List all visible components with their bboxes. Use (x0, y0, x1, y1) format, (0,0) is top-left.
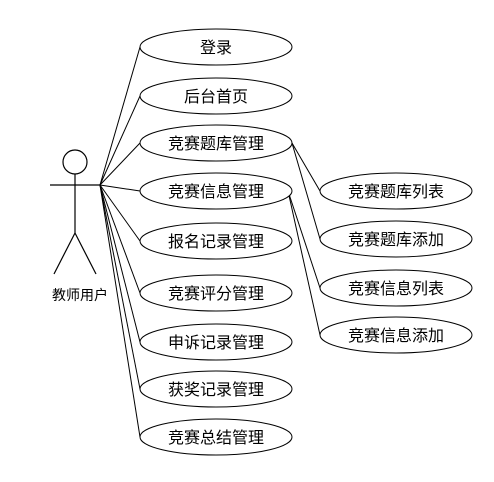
actor-right-leg (74, 232, 97, 275)
use-case-scoring[interactable]: 竞赛评分管理 (139, 274, 293, 312)
sub-case-label: 竞赛信息列表 (348, 279, 444, 298)
use-case-label: 后台首页 (184, 87, 248, 106)
actor-name: 教师用户 (52, 287, 108, 304)
use-case-award[interactable]: 获奖记录管理 (139, 370, 293, 408)
use-case-login[interactable]: 登录 (139, 28, 293, 66)
use-case-ellipse (139, 274, 293, 312)
use-case-question-bank[interactable]: 竞赛题库管理 (139, 124, 293, 162)
use-case-label: 报名记录管理 (168, 232, 264, 251)
use-case-summary[interactable]: 竞赛总结管理 (139, 418, 293, 456)
association-line-home (99, 95, 141, 186)
use-case-label: 获奖记录管理 (168, 380, 264, 399)
association-line-award (99, 184, 141, 390)
use-case-ellipse (139, 77, 293, 115)
association-line-question-bank (99, 142, 141, 186)
association-line-login (99, 46, 141, 186)
sub-case-label: 竞赛题库列表 (348, 182, 444, 201)
sub-case-line-question-bank-add (291, 142, 321, 240)
sub-case-line-contest-info-list (287, 190, 321, 289)
sub-case-line-question-bank-list (291, 142, 321, 192)
association-line-appeal (99, 184, 141, 343)
association-line-scoring (99, 184, 141, 294)
use-case-label: 竞赛信息管理 (168, 182, 264, 201)
sub-case-contest-info-list[interactable]: 竞赛信息列表 (319, 269, 473, 307)
use-case-registration[interactable]: 报名记录管理 (139, 222, 293, 260)
use-case-ellipse (139, 370, 293, 408)
sub-case-ellipse (319, 172, 473, 210)
use-case-ellipse (139, 323, 293, 361)
sub-case-question-bank-add[interactable]: 竞赛题库添加 (319, 220, 473, 258)
sub-case-question-bank-list[interactable]: 竞赛题库列表 (319, 172, 473, 210)
actor-head (62, 149, 88, 175)
use-case-label: 登录 (200, 38, 232, 57)
use-case-label: 竞赛题库管理 (168, 134, 264, 153)
actor-left-leg (53, 232, 76, 275)
association-line-summary (99, 184, 141, 438)
association-line-contest-info (99, 184, 141, 192)
sub-case-ellipse (319, 316, 473, 354)
sub-case-lines (287, 142, 321, 336)
use-case-ellipse (139, 124, 293, 162)
use-case-ellipse (139, 28, 293, 66)
sub-case-ellipse (319, 220, 473, 258)
use-case-ellipse (139, 172, 293, 210)
actor-figure (50, 149, 100, 275)
use-case-home[interactable]: 后台首页 (139, 77, 293, 115)
use-case-label: 申诉记录管理 (168, 333, 264, 352)
use-case-contest-info[interactable]: 竞赛信息管理 (139, 172, 293, 210)
use-case-appeal[interactable]: 申诉记录管理 (139, 323, 293, 361)
use-case-label: 竞赛评分管理 (168, 284, 264, 303)
sub-case-line-contest-info-add (287, 190, 321, 336)
use-case-ellipse (139, 418, 293, 456)
sub-case-label: 竞赛题库添加 (348, 230, 444, 249)
sub-case-contest-info-add[interactable]: 竞赛信息添加 (319, 316, 473, 354)
sub-case-label: 竞赛信息添加 (348, 326, 444, 345)
use-case-ellipse (139, 222, 293, 260)
use-case-label: 竞赛总结管理 (168, 428, 264, 447)
association-lines (99, 46, 141, 438)
sub-case-ellipse (319, 269, 473, 307)
association-line-registration (99, 184, 141, 242)
